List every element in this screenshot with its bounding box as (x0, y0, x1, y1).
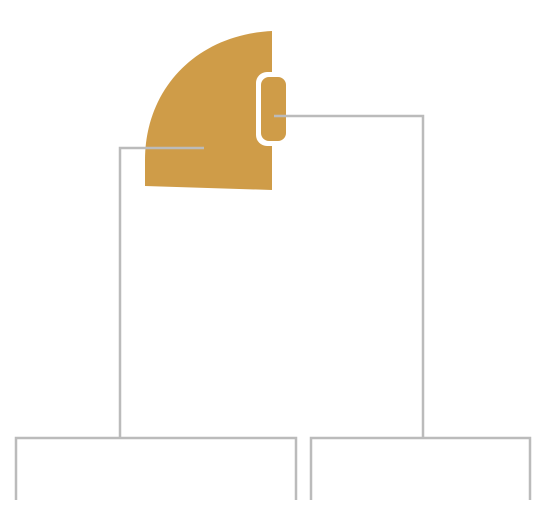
side-part (261, 77, 286, 141)
callout-box-main (14, 436, 298, 500)
callout-leader-side (274, 114, 425, 438)
main-shape (145, 31, 272, 190)
callout-box-side (309, 436, 532, 500)
callout-leader-main (118, 146, 204, 438)
